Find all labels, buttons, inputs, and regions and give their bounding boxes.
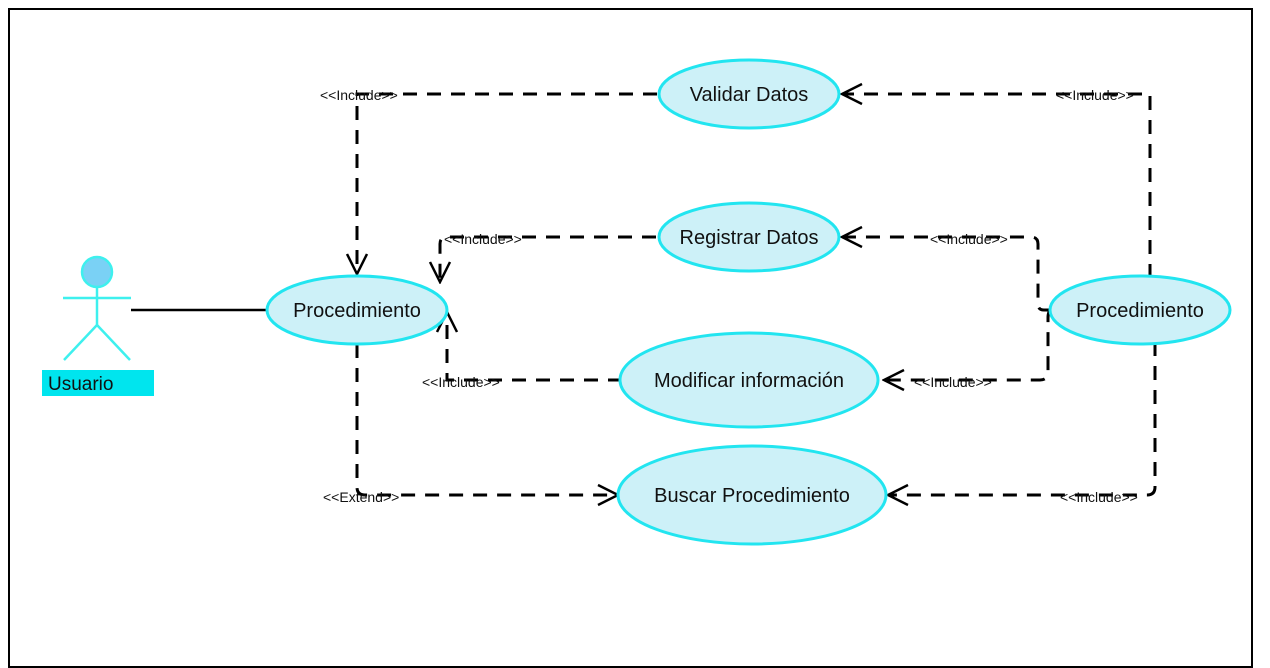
use-case-validar-datos[interactable]: Validar Datos — [657, 58, 841, 130]
use-case-diagram: <<Include>> <<Include>> <<Include>> <<In… — [42, 58, 1232, 546]
include-edge-validar-left — [357, 92, 657, 274]
include-edge-modificar-left — [447, 312, 622, 382]
include-label-modificar-left: <<Include>> — [422, 374, 500, 390]
extend-label-buscar: <<Extend>> — [323, 489, 399, 505]
actor-usuario[interactable]: Usuario — [42, 255, 154, 396]
use-case-procedimiento-left[interactable]: Procedimiento — [265, 274, 449, 346]
include-label-registrar-left: <<Include>> — [444, 231, 522, 247]
include-label-validar-left: <<Include>> — [320, 87, 398, 103]
include-edge-registrar-left — [440, 235, 656, 282]
actor-label: Usuario — [48, 374, 113, 395]
actor-leg-right — [96, 324, 131, 361]
actor-label-background — [42, 370, 154, 396]
include-edge-validar-right — [842, 94, 1152, 278]
actor-leg-left — [63, 324, 98, 361]
include-label-buscar-right: <<Include>> — [1060, 489, 1138, 505]
use-case-modificar-informacion[interactable]: Modificar información — [618, 331, 880, 429]
use-case-label: Procedimiento — [293, 300, 421, 322]
include-label-modificar-right: <<Include>> — [914, 374, 992, 390]
use-case-buscar-procedimiento[interactable]: Buscar Procedimiento — [616, 444, 888, 546]
include-label-registrar-right: <<Include>> — [930, 231, 1008, 247]
use-case-label: Registrar Datos — [680, 227, 819, 249]
include-edge-modificar-right — [884, 308, 1053, 380]
include-edge-buscar-right — [888, 342, 1157, 495]
extend-edge-buscar — [355, 344, 618, 495]
use-case-label: Buscar Procedimiento — [654, 485, 850, 507]
diagram-frame — [8, 8, 1253, 668]
use-case-label: Modificar información — [654, 370, 844, 392]
include-label-validar-right: <<Include>> — [1056, 87, 1134, 103]
use-case-registrar-datos[interactable]: Registrar Datos — [657, 201, 841, 273]
use-case-label: Validar Datos — [690, 84, 809, 106]
use-case-procedimiento-right[interactable]: Procedimiento — [1048, 274, 1232, 346]
use-case-label: Procedimiento — [1076, 300, 1204, 322]
actor-head — [80, 255, 114, 289]
include-edge-registrar-right — [842, 237, 1052, 312]
